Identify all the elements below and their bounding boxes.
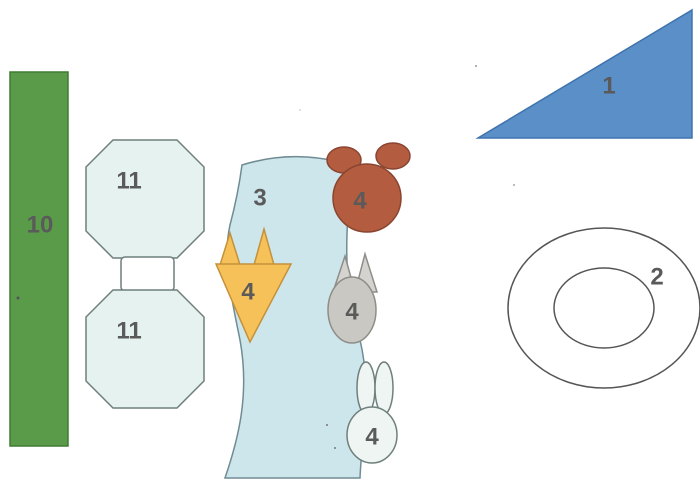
green-bar-label: 10 [27,212,54,239]
blue-triangle-label: 1 [602,73,615,100]
octagon-bottom-label: 11 [116,318,141,345]
cat-head-label: 4 [345,299,359,326]
rabbit-head-label: 4 [365,424,379,451]
octagon-top-shape: 11 [86,140,204,258]
octagon-connector-shape [121,257,174,291]
octagon-bottom-shape: 11 [86,290,204,408]
bear-head-label: 4 [353,188,367,215]
fox-head-label: 4 [241,279,255,306]
blue-triangle-shape: 1 [478,10,692,138]
curved-strip-label: 3 [253,185,266,212]
ring-label: 2 [650,264,663,291]
ring-shape: 2 [508,228,700,388]
octagon-top-label: 11 [116,168,141,195]
bear-head-shape: 4 [327,143,410,232]
green-bar-shape: 10 [10,72,68,446]
